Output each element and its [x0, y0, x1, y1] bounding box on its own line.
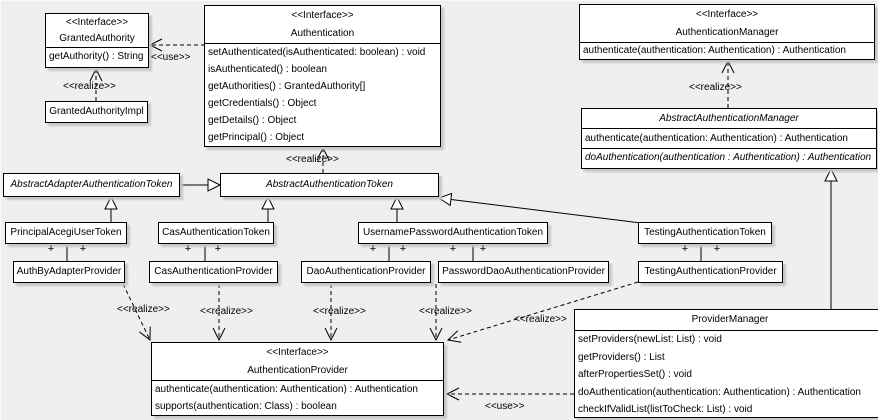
class-dao-authentication-provider[interactable]: DaoAuthenticationProvider — [301, 261, 431, 283]
class-testing-authentication-token[interactable]: TestingAuthenticationToken — [638, 222, 772, 244]
method-row: setAuthenticated(isAuthenticated: boolea… — [208, 47, 426, 58]
class-abstract-adapter-authentication-token[interactable]: AbstractAdapterAuthenticationToken — [3, 173, 180, 197]
realize-label: <<realize>> — [286, 154, 339, 165]
realize-label: <<realize>> — [313, 306, 366, 317]
class-name: TestingAuthenticationProvider — [644, 266, 777, 277]
method-row: getPrincipal() : Object — [208, 132, 305, 143]
class-auth-by-adapter-provider[interactable]: AuthByAdapterProvider — [13, 261, 125, 283]
realize-label: <<realize>> — [419, 306, 472, 317]
association-end-plus: + — [47, 243, 55, 255]
association-end-plus: + — [399, 243, 407, 255]
class-password-dao-authentication-provider[interactable]: PasswordDaoAuthenticationProvider — [438, 261, 609, 283]
class-principal-acegi-user-token[interactable]: PrincipalAcegiUserToken — [5, 222, 127, 244]
association-end-plus: + — [369, 243, 377, 255]
realize-label: <<realize>> — [514, 314, 567, 325]
class-cas-authentication-token[interactable]: CasAuthenticationToken — [158, 222, 274, 244]
stereotype-label: <<Interface>> — [266, 347, 329, 358]
method-row: getAuthority() : String — [49, 51, 144, 62]
edge-testing-token-extends-abstract-token — [437, 192, 642, 224]
class-name: TestingAuthenticationToken — [644, 227, 766, 238]
class-name: GrantedAuthorityImpl — [49, 106, 144, 117]
class-abstract-authentication-token[interactable]: AbstractAuthenticationToken — [220, 173, 439, 197]
method-row: setProviders(newList: List) : void — [578, 334, 722, 345]
association-end-plus: + — [214, 243, 222, 255]
class-granted-authority-impl[interactable]: GrantedAuthorityImpl — [45, 101, 148, 123]
realize-label: <<realize>> — [117, 304, 170, 315]
association-end-plus: + — [449, 243, 457, 255]
stereotype-label: <<Interface>> — [695, 9, 759, 20]
stereotype-label: <<Interface>> — [65, 17, 129, 28]
class-name: PrincipalAcegiUserToken — [10, 227, 122, 238]
class-granted-authority[interactable]: <<Interface>> GrantedAuthority getAuthor… — [45, 13, 149, 68]
class-name: AuthenticationManager — [580, 24, 874, 43]
method-row: afterPropertiesSet() : void — [578, 369, 692, 380]
class-name: GrantedAuthority — [46, 31, 148, 48]
class-name: ProviderManager — [575, 310, 878, 331]
class-username-password-authentication-token[interactable]: UsernamePasswordAuthenticationToken — [358, 222, 548, 244]
method-row: checkIfValidList(listToCheck: List) : vo… — [578, 404, 753, 415]
class-name: AuthenticationProvider — [152, 362, 443, 381]
class-name: AbstractAuthenticationManager — [582, 109, 876, 129]
association-end-plus: + — [713, 243, 721, 255]
stereotype-label: <<Interface>> — [291, 10, 354, 21]
class-name: DaoAuthenticationProvider — [306, 266, 426, 277]
use-label: <<use>> — [485, 401, 525, 412]
class-authentication[interactable]: <<Interface>> Authentication setAuthenti… — [204, 5, 441, 147]
class-name: AbstractAuthenticationToken — [266, 179, 393, 190]
class-authentication-provider[interactable]: <<Interface>> AuthenticationProvider aut… — [151, 342, 444, 416]
method-row: authenticate(authentication: Authenticat… — [583, 45, 846, 56]
method-row: authenticate(authentication: Authenticat… — [155, 384, 418, 395]
association-end-plus: + — [479, 243, 487, 255]
class-cas-authentication-provider[interactable]: CasAuthenticationProvider — [149, 261, 278, 283]
method-row: getProviders() : List — [578, 351, 665, 363]
class-name: AbstractAdapterAuthenticationToken — [10, 179, 173, 190]
use-label: <<use>> — [151, 52, 191, 63]
method-row: doAuthentication(authentication : Authen… — [582, 148, 876, 167]
class-name: CasAuthenticationProvider — [154, 266, 273, 277]
realize-label: <<realize>> — [689, 82, 742, 93]
association-end-plus: + — [184, 243, 192, 255]
method-row: doAuthentication(authentication: Authent… — [578, 386, 861, 398]
realize-label: <<realize>> — [63, 81, 116, 92]
method-row: isAuthenticated() : boolean — [208, 64, 327, 75]
association-end-plus: + — [681, 243, 689, 255]
method-row: getAuthorities() : GrantedAuthority[] — [208, 81, 366, 92]
class-name: Authentication — [205, 25, 440, 44]
method-row: getDetails() : Object — [208, 115, 297, 126]
method-row: authenticate(authentication: Authenticat… — [585, 133, 848, 144]
class-authentication-manager[interactable]: <<Interface>> AuthenticationManager auth… — [579, 4, 875, 60]
class-testing-authentication-provider[interactable]: TestingAuthenticationProvider — [638, 261, 783, 283]
class-name: PasswordDaoAuthenticationProvider — [442, 266, 605, 277]
class-provider-manager[interactable]: ProviderManager setProviders(newList: Li… — [574, 309, 878, 418]
class-name: AuthByAdapterProvider — [16, 266, 122, 277]
class-name: CasAuthenticationToken — [162, 227, 270, 238]
class-abstract-authentication-manager[interactable]: AbstractAuthenticationManager authentica… — [581, 108, 877, 169]
method-row: getCredentials() : Object — [208, 98, 317, 109]
class-name: UsernamePasswordAuthenticationToken — [362, 227, 544, 238]
realize-label: <<realize>> — [200, 306, 253, 317]
association-end-plus: + — [79, 243, 87, 255]
method-row: supports(authentication: Class) : boolea… — [155, 401, 337, 412]
